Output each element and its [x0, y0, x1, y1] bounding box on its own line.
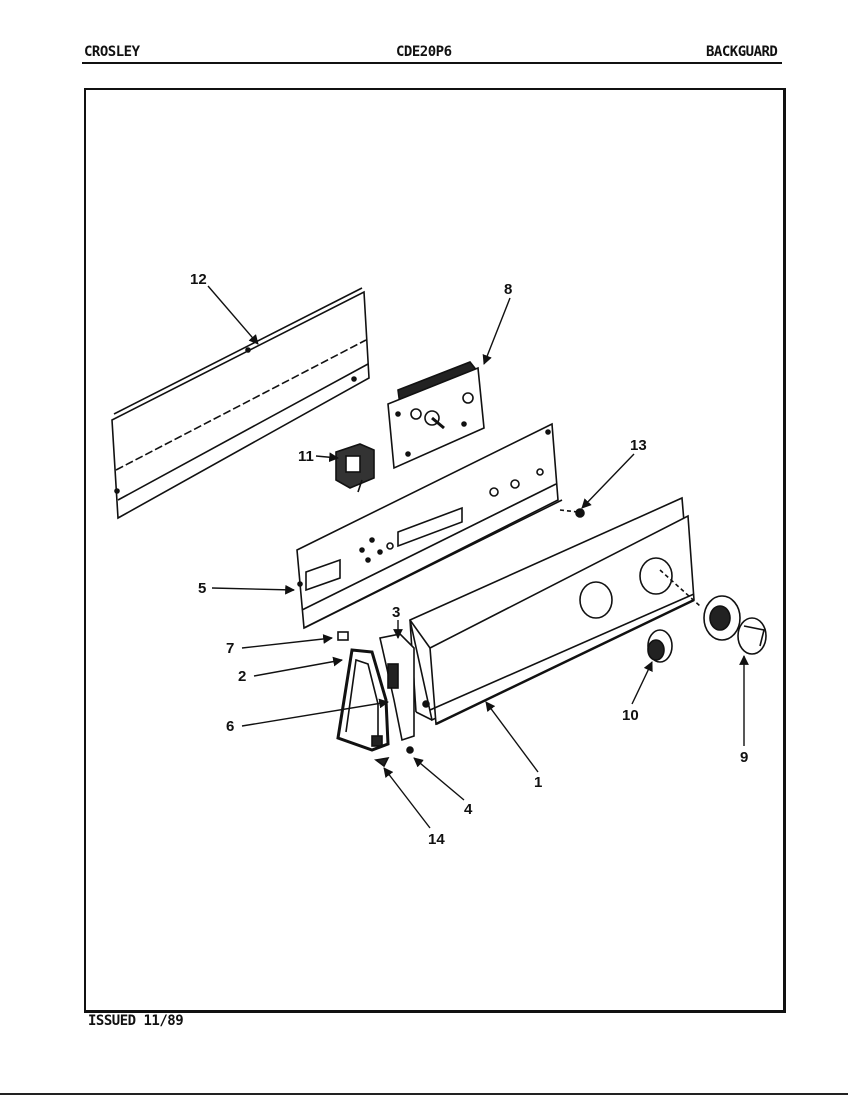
callout-6: 6 [226, 718, 234, 735]
header-rule [82, 62, 782, 64]
callout-8: 8 [504, 281, 512, 298]
callout-10: 10 [622, 707, 639, 724]
callout-3: 3 [392, 604, 400, 621]
model-number: CDE20P6 [396, 44, 452, 60]
part-11-switch [335, 443, 375, 493]
callout-9: 9 [740, 749, 748, 766]
part-14-clip [374, 756, 390, 768]
part-2-side-bracket [336, 631, 390, 752]
part-5-control-panel [296, 422, 563, 630]
page-bottom-rule [0, 1093, 848, 1095]
callout-11: 11 [298, 448, 314, 465]
callout-1: 1 [534, 774, 542, 791]
callout-leaders [207, 285, 749, 829]
brand-label: CROSLEY [84, 44, 140, 60]
part-1-console-body [409, 496, 701, 726]
callout-7: 7 [226, 640, 234, 657]
callout-2: 2 [238, 668, 246, 685]
section-title: BACKGUARD [706, 44, 778, 60]
part-13-screw [575, 508, 585, 518]
part-12-rear-panel [111, 287, 370, 520]
callout-4: 4 [464, 801, 473, 818]
part-10-knob [647, 629, 673, 663]
callout-labels: 12 8 13 11 5 3 7 2 6 1 4 14 10 9 [190, 271, 748, 848]
part-9-knob-and-dial [703, 595, 767, 655]
issued-date: ISSUED 11/89 [88, 1013, 184, 1029]
callout-5: 5 [198, 580, 206, 597]
callout-14: 14 [428, 831, 445, 848]
part-8-timer [387, 361, 485, 470]
callout-12: 12 [190, 271, 207, 288]
callout-13: 13 [630, 437, 647, 454]
diagram-frame [84, 88, 786, 1013]
